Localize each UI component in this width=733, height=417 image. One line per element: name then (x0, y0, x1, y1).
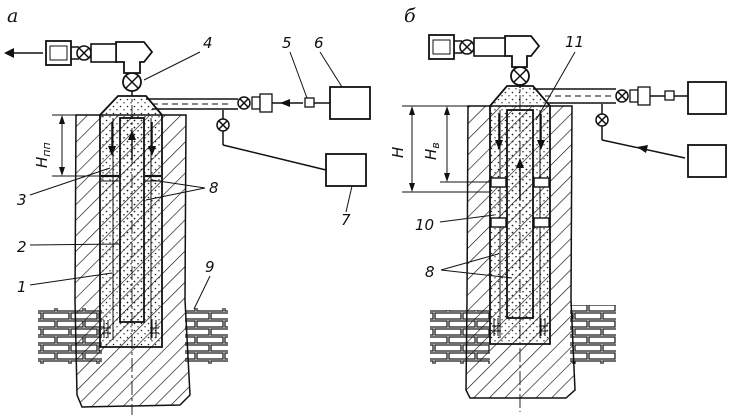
callout-8-b: 8 (425, 263, 435, 281)
flow-arrows-a (108, 122, 156, 160)
callout-4: 4 (203, 34, 213, 52)
dimension-hpp: Hпп (33, 114, 100, 177)
bottom-ticks-b (492, 318, 548, 336)
callout-9: 9 (205, 258, 215, 276)
leaders-a (29, 51, 353, 310)
callout-5: 5 (282, 34, 292, 52)
svg-text:Hпп: Hпп (33, 142, 53, 168)
discharge-arrow-a (4, 48, 14, 58)
callout-2: 2 (17, 238, 27, 256)
dim-hpp-sub: пп (40, 142, 53, 156)
callout-3: 3 (17, 191, 27, 209)
dim-h: H (389, 147, 407, 158)
dimension-hv-b: Hв (422, 106, 490, 183)
dimension-h-b: H (389, 105, 490, 193)
device-6 (329, 86, 371, 120)
device-7 (325, 153, 367, 187)
callout-7: 7 (341, 211, 351, 229)
dim-hpp-main: H (33, 157, 51, 168)
bottom-ticks-left (102, 320, 111, 338)
bottom-ticks-right (150, 320, 159, 338)
dim-hv-main: H (422, 149, 440, 160)
leaders-b (439, 51, 576, 279)
callout-11: 11 (565, 33, 584, 51)
sensor-5 (304, 97, 315, 108)
side-pipe-b (533, 81, 727, 115)
brick-layer-right-b (570, 305, 616, 364)
panel-a: а (4, 5, 371, 415)
callout-8-a: 8 (209, 179, 219, 197)
panel-label-b: б (404, 5, 416, 27)
device-7-b (687, 144, 727, 178)
elbow-fitting-b (504, 35, 541, 68)
lower-line-b (595, 104, 727, 178)
panel-b: б (389, 5, 727, 412)
packer-10 (490, 177, 550, 228)
svg-text:Hв: Hв (422, 142, 442, 160)
panel-label-a: а (7, 5, 18, 27)
lower-line-a (216, 110, 367, 187)
callout-1: 1 (17, 278, 27, 296)
elbow-fitting (115, 41, 154, 74)
brick-layer-right (185, 308, 228, 364)
device-6-b (687, 81, 727, 115)
callout-6: 6 (314, 34, 324, 52)
callout-10: 10 (415, 216, 434, 234)
side-pipe-a (146, 86, 371, 120)
dim-hv-sub: в (429, 142, 442, 148)
